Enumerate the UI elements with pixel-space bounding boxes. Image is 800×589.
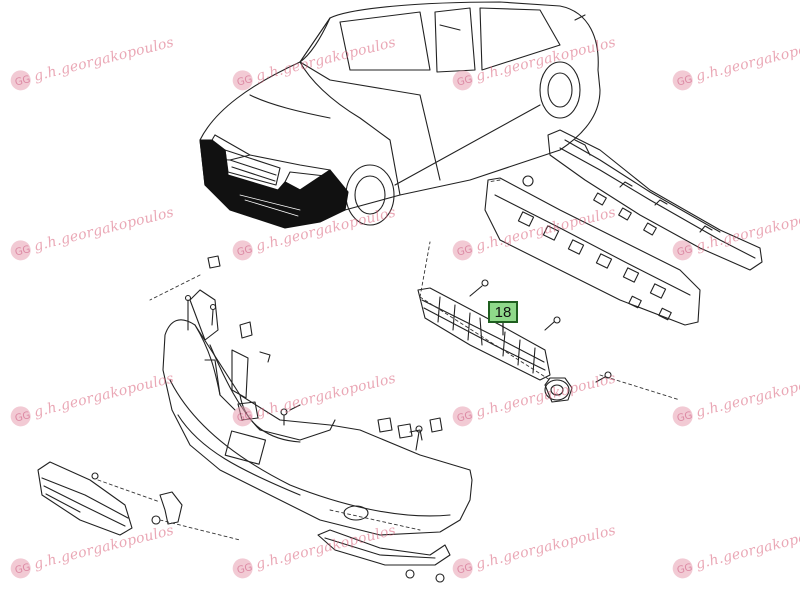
svg-text:GG: GG bbox=[676, 244, 694, 258]
watermark: GG g.h.georgakopoulos bbox=[229, 520, 398, 582]
brand-logo-icon: GG bbox=[672, 70, 694, 91]
fog-lamp-bracket bbox=[544, 377, 573, 403]
watermark: GG g.h.georgakopoulos bbox=[229, 202, 398, 264]
brand-logo-icon: GG bbox=[232, 406, 254, 427]
brand-logo-icon: GG bbox=[232, 70, 254, 91]
bumper-cover bbox=[162, 289, 473, 536]
car-bumper-highlight bbox=[199, 139, 349, 229]
bumper-reinforcement bbox=[522, 129, 763, 271]
svg-text:GG: GG bbox=[456, 562, 474, 576]
watermark: GG g.h.georgakopoulos bbox=[7, 520, 176, 582]
watermark: GG g.h.georgakopoulos bbox=[449, 520, 618, 582]
lower-grille-part-18 bbox=[417, 287, 551, 381]
svg-text:GG: GG bbox=[676, 410, 694, 424]
energy-absorber bbox=[484, 177, 701, 326]
brand-logo-icon: GG bbox=[10, 240, 32, 261]
bolts bbox=[91, 279, 612, 583]
watermark: GG g.h.georgakopoulos bbox=[669, 32, 800, 94]
watermark: GG g.h.georgakopoulos bbox=[669, 520, 800, 582]
brand-logo-icon: GG bbox=[452, 240, 474, 261]
watermark: GG g.h.georgakopoulos bbox=[7, 202, 176, 264]
svg-text:GG: GG bbox=[676, 74, 694, 88]
brand-logo-icon: GG bbox=[232, 558, 254, 579]
svg-text:GG: GG bbox=[456, 244, 474, 258]
leader-lines bbox=[97, 179, 681, 541]
svg-text:GG: GG bbox=[14, 562, 32, 576]
watermark: GG g.h.georgakopoulos bbox=[229, 368, 398, 430]
part-callout-label: 18 bbox=[488, 301, 518, 323]
lower-lip-molding bbox=[317, 529, 451, 566]
brand-logo-icon: GG bbox=[452, 70, 474, 91]
brand-logo-icon: GG bbox=[10, 558, 32, 579]
brand-logo-icon: GG bbox=[452, 558, 474, 579]
watermark: GG g.h.georgakopoulos bbox=[449, 202, 618, 264]
svg-text:GG: GG bbox=[14, 244, 32, 258]
watermark: GG g.h.georgakopoulos bbox=[669, 368, 800, 430]
brand-logo-icon: GG bbox=[672, 240, 694, 261]
svg-text:GG: GG bbox=[14, 410, 32, 424]
brand-logo-icon: GG bbox=[10, 406, 32, 427]
svg-text:GG: GG bbox=[236, 562, 254, 576]
svg-text:GG: GG bbox=[236, 244, 254, 258]
brand-logo-icon: GG bbox=[672, 406, 694, 427]
brand-logo-icon: GG bbox=[10, 70, 32, 91]
watermark: GG g.h.georgakopoulos bbox=[7, 368, 176, 430]
svg-text:GG: GG bbox=[676, 562, 694, 576]
svg-text:GG: GG bbox=[236, 410, 254, 424]
watermark: GG g.h.georgakopoulos bbox=[229, 32, 398, 94]
brand-logo-icon: GG bbox=[232, 240, 254, 261]
watermark: GG g.h.georgakopoulos bbox=[7, 32, 176, 94]
svg-text:GG: GG bbox=[456, 74, 474, 88]
watermark: GG g.h.georgakopoulos bbox=[449, 32, 618, 94]
brand-logo-icon: GG bbox=[452, 406, 474, 427]
brand-logo-icon: GG bbox=[672, 558, 694, 579]
svg-text:GG: GG bbox=[236, 74, 254, 88]
lower-bracket bbox=[159, 491, 183, 525]
watermark: GG g.h.georgakopoulos bbox=[449, 368, 618, 430]
side-grille bbox=[37, 461, 133, 536]
svg-text:GG: GG bbox=[456, 410, 474, 424]
svg-text:GG: GG bbox=[14, 74, 32, 88]
watermark: GG g.h.georgakopoulos bbox=[669, 202, 800, 264]
